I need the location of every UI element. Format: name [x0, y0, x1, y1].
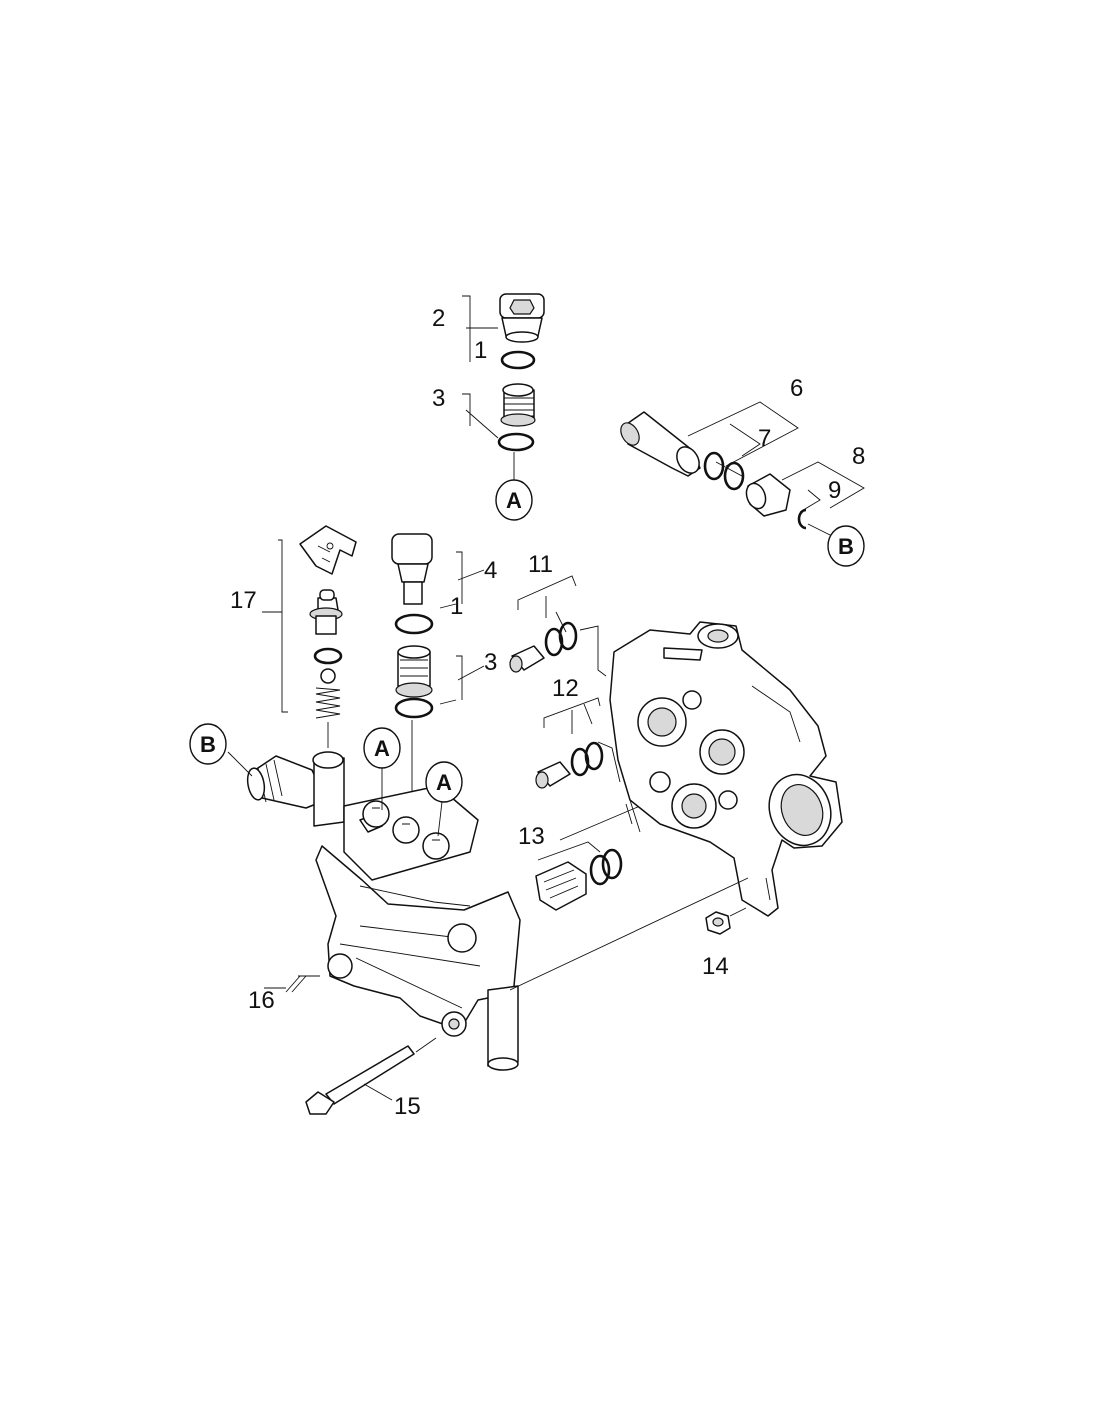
callout-7: 7 [758, 425, 771, 452]
callout-1-middle: 1 [450, 593, 463, 620]
callout-15: 15 [394, 1093, 421, 1120]
reference-a-top: A [495, 479, 533, 521]
callout-1-top: 1 [474, 337, 487, 364]
callout-16: 16 [248, 987, 275, 1014]
reference-b-left: B [189, 723, 227, 765]
ref-a-top-label: A [506, 488, 522, 513]
callout-11: 11 [528, 551, 553, 578]
callout-6: 6 [790, 375, 803, 402]
bypass-valve-stack [262, 525, 357, 748]
callout-numbers: 2 1 3 6 7 8 9 4 1 3 11 12 13 14 15 16 17 [230, 305, 865, 1120]
ref-b-left-label: B [200, 732, 216, 757]
reference-b-right: B [827, 525, 865, 567]
callout-9: 9 [828, 477, 841, 504]
callout-17: 17 [230, 587, 257, 614]
callout-13: 13 [518, 823, 545, 850]
ref-a-right-label: A [436, 770, 452, 795]
reference-a-left: A [363, 727, 401, 810]
outlet-fitting-group [620, 401, 865, 537]
bolt-15 [305, 1037, 437, 1115]
nut-14 [705, 907, 747, 935]
pump-housing [597, 621, 843, 917]
callout-3-middle: 3 [484, 649, 497, 676]
callout-12: 12 [552, 675, 579, 702]
ref-a-left-label: A [374, 736, 390, 761]
leader-lines [227, 751, 320, 993]
ref-b-right-label: B [838, 534, 854, 559]
callout-2: 2 [432, 305, 445, 332]
callout-4: 4 [484, 557, 497, 584]
center-valve-stack [391, 533, 485, 818]
reference-a-right: A [425, 761, 463, 837]
callout-8: 8 [852, 443, 865, 470]
callout-14: 14 [702, 953, 729, 980]
callout-3-top: 3 [432, 385, 445, 412]
top-valve-stack [462, 293, 545, 480]
manifold-body [246, 751, 749, 1071]
seal-groups [509, 575, 735, 911]
